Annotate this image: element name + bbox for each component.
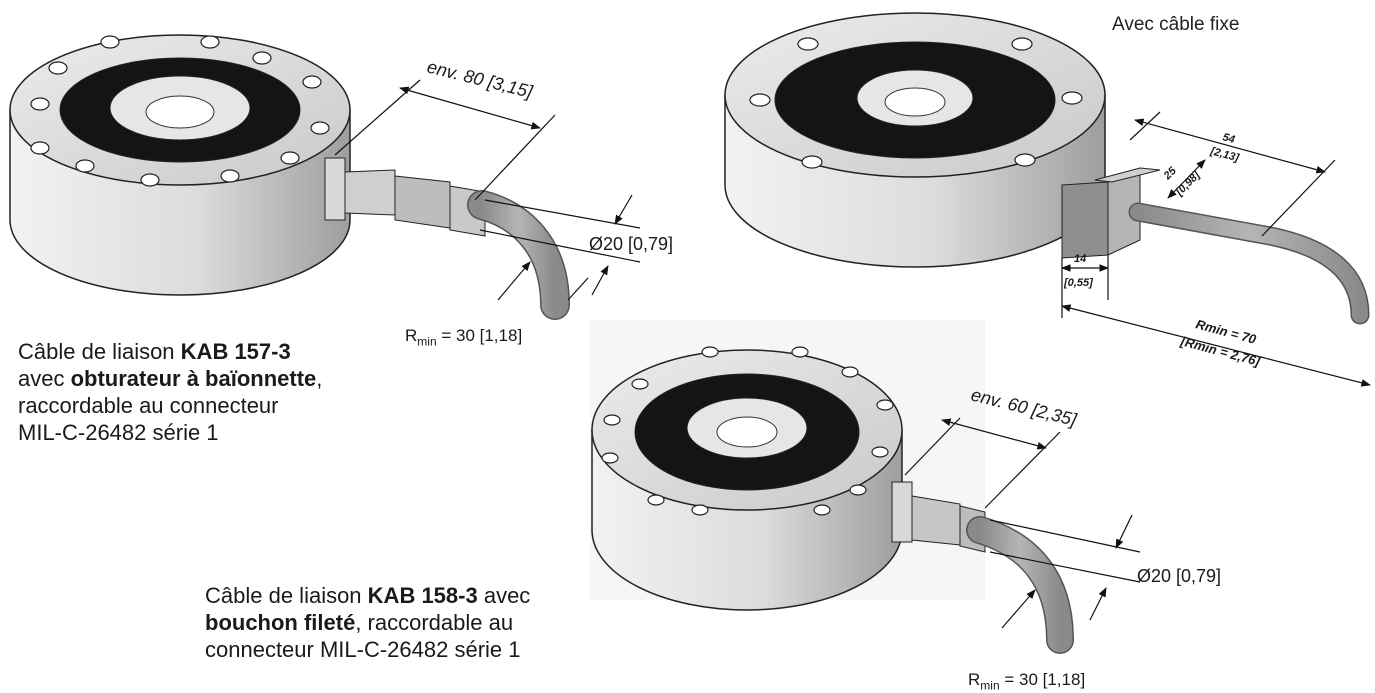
caption2-tail: , raccordable au <box>355 610 514 635</box>
rmin-label-2: Rmin = 30 [1,18] <box>968 670 1085 692</box>
fixed-cable-label: Avec câble fixe <box>1112 14 1240 35</box>
dim-25: 25 <box>1161 164 1179 182</box>
rmin-1-r: R <box>405 326 418 345</box>
dim-env80: env. 80 [3,15] <box>425 56 535 102</box>
caption1-line1: Câble de liaison KAB 157-3 <box>18 338 438 365</box>
caption1-mid-bold: obturateur à baïonnette <box>70 366 317 391</box>
caption1-model: KAB 157-3 <box>180 339 291 364</box>
dim-dia2: Ø20 [0,79] <box>1137 566 1221 586</box>
caption1-mid: avec <box>18 366 71 391</box>
caption2-line3: connecteur MIL-C-26482 série 1 <box>205 637 521 662</box>
load-cell-2 <box>724 12 1370 325</box>
dim-dia1: Ø20 [0,79] <box>589 234 673 254</box>
rmin-2-r: R <box>968 670 981 689</box>
caption2-model: KAB 158-3 <box>367 583 478 608</box>
dims-cell-2 <box>1061 111 1371 387</box>
caption2-suffix: avec <box>477 583 531 608</box>
dims-cell-1 <box>334 79 641 301</box>
rmin-2-val: = 30 [1,18] <box>999 670 1086 689</box>
caption2-prefix: Câble de liaison <box>205 583 368 608</box>
caption2-line2: bouchon fileté, raccordable au <box>205 609 625 636</box>
dim-env60: env. 60 [2,35] <box>969 384 1079 430</box>
caption2-bold: bouchon fileté <box>205 610 356 635</box>
caption1-line4: MIL-C-26482 série 1 <box>18 420 219 445</box>
dims-cell-3 <box>904 417 1141 629</box>
caption1-line3: raccordable au connecteur <box>18 393 279 418</box>
caption-kab158: Câble de liaison KAB 158-3 avec bouchon … <box>205 582 625 663</box>
caption1-prefix: Câble de liaison <box>18 339 181 364</box>
dim-54: 54 <box>1221 131 1236 146</box>
load-cell-1 <box>9 34 570 320</box>
rmin-label-1: Rmin = 30 [1,18] <box>405 326 522 348</box>
rmin-1-sub: min <box>417 334 437 349</box>
caption1-mid-tail: , <box>316 366 323 391</box>
caption1-line2: avec obturateur à baïonnette, <box>18 365 438 392</box>
caption2-line1: Câble de liaison KAB 158-3 avec <box>205 582 625 609</box>
load-cell-3 <box>590 320 1074 654</box>
dim-14-in: [0,55] <box>1063 277 1093 289</box>
dim-14: 14 <box>1074 253 1086 265</box>
caption-kab157: Câble de liaison KAB 157-3 avec obturate… <box>18 338 438 446</box>
rmin-2-sub: min <box>980 678 1000 693</box>
rmin-1-val: = 30 [1,18] <box>436 326 523 345</box>
